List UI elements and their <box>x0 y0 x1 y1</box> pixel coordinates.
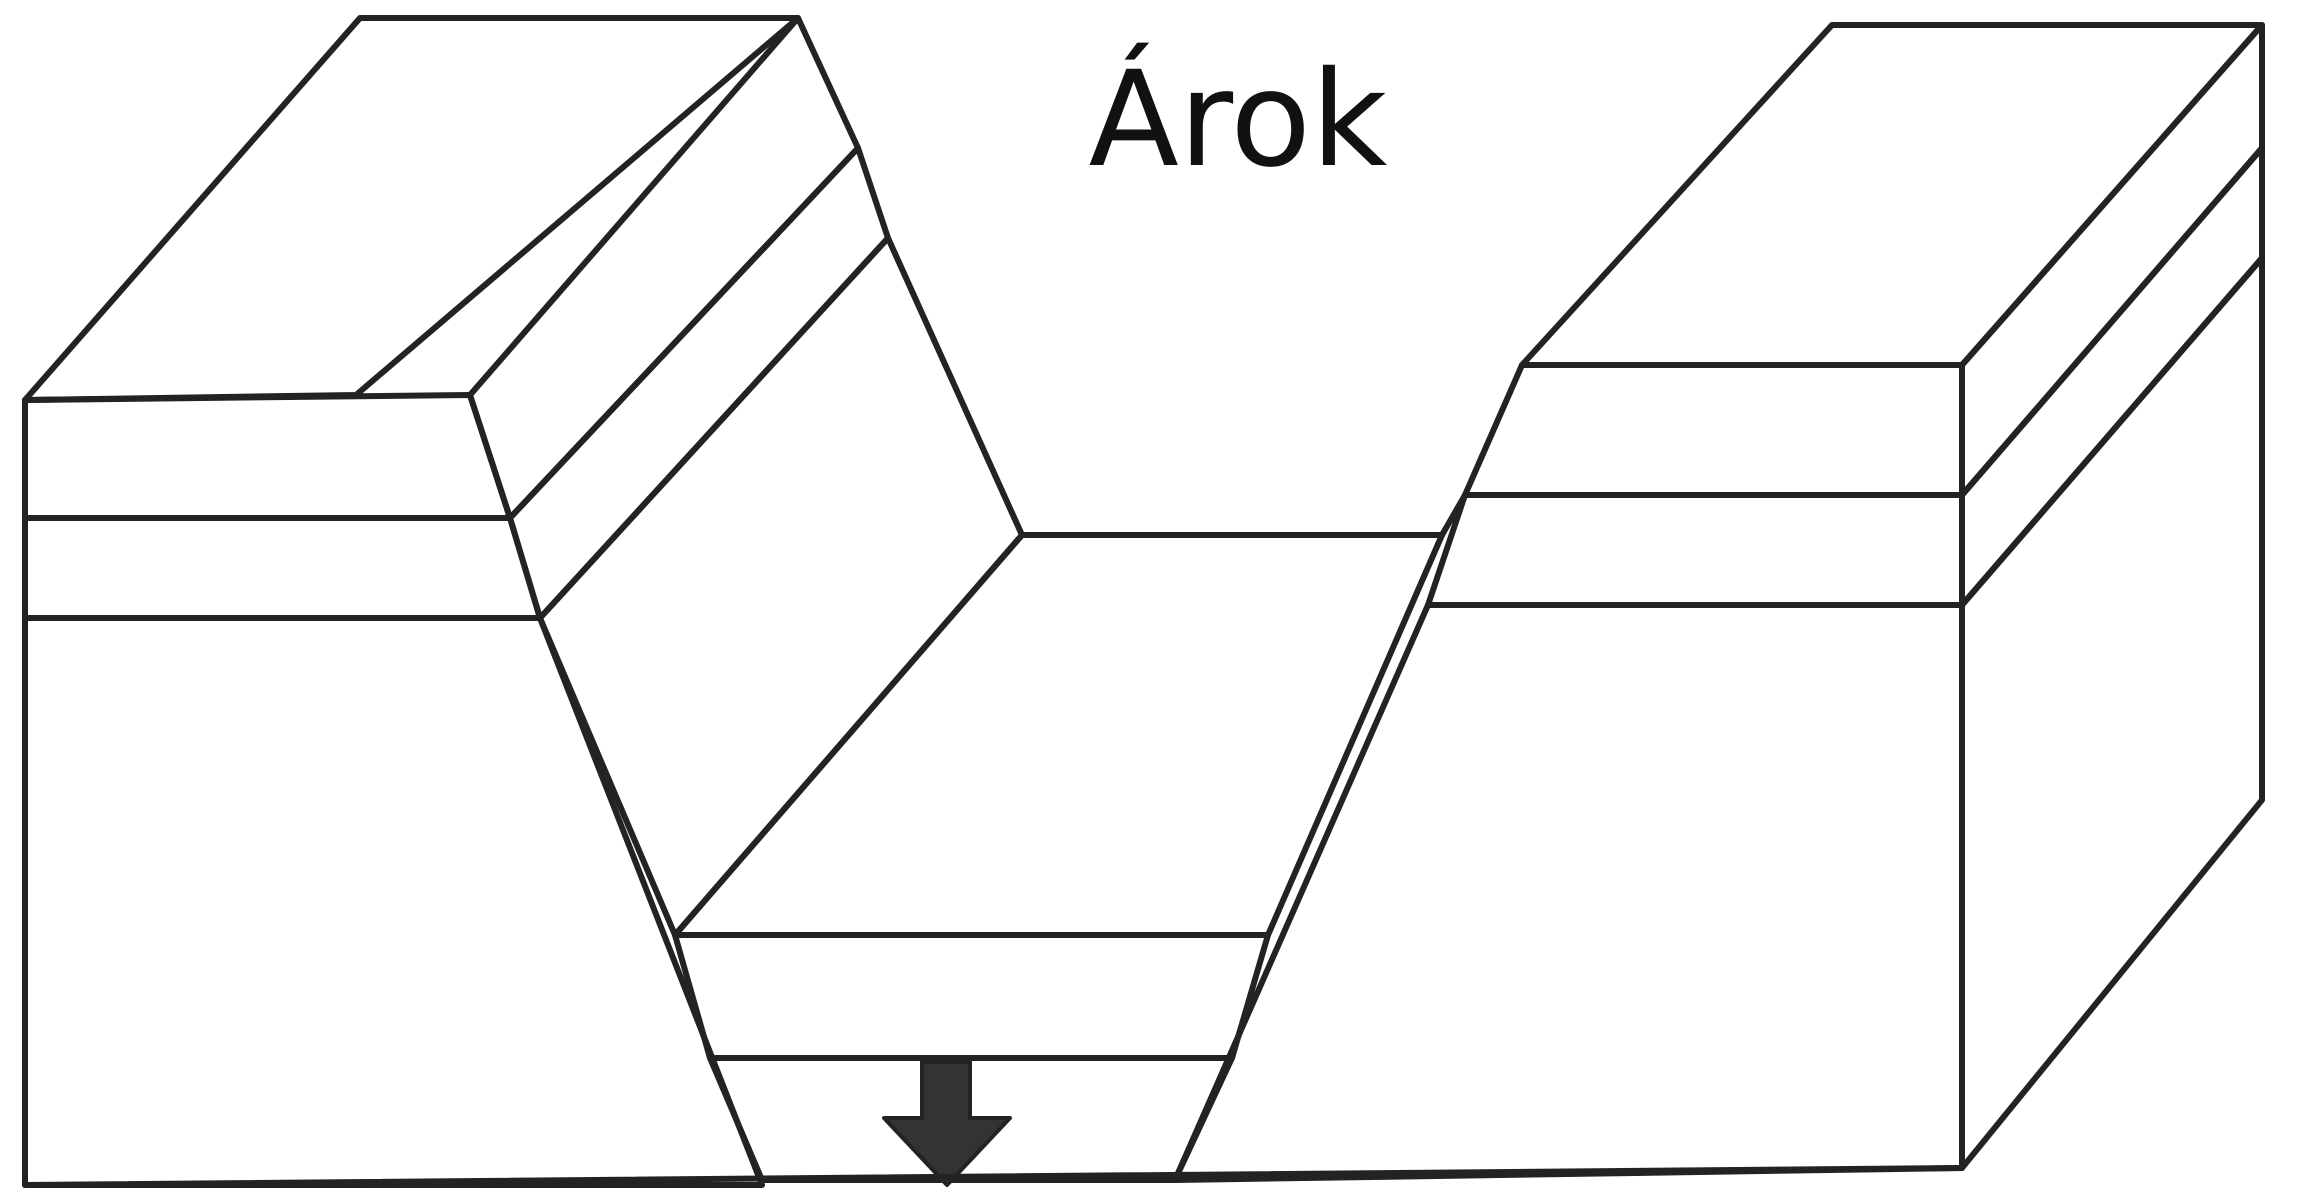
left-block-top-surface <box>25 18 798 400</box>
right-block <box>1175 25 2262 1180</box>
right-block-dark-layer-side <box>1962 25 2262 495</box>
left-block-dark-layer-front <box>25 395 510 518</box>
graben-floor <box>675 535 1442 935</box>
right-block-base-side <box>1962 258 2262 1168</box>
down-arrow-icon <box>884 1062 1010 1185</box>
left-block-dark-layer-side <box>470 18 858 518</box>
right-block-base-front <box>1175 605 1962 1180</box>
left-fault-plane <box>540 238 1022 935</box>
graben-dark-layer <box>675 935 1268 1058</box>
right-block-dark-layer-front <box>1465 365 1962 495</box>
left-block-base-front <box>25 618 762 1185</box>
diagram-title: Árok <box>1089 42 1388 197</box>
left-block-light-layer-front <box>25 518 540 618</box>
left-block <box>25 18 1022 1185</box>
right-block-light-layer-side <box>1962 148 2262 605</box>
right-block-top-surface <box>1522 25 2262 365</box>
graben <box>675 495 1465 1185</box>
right-block-light-layer-front <box>1428 495 1962 605</box>
